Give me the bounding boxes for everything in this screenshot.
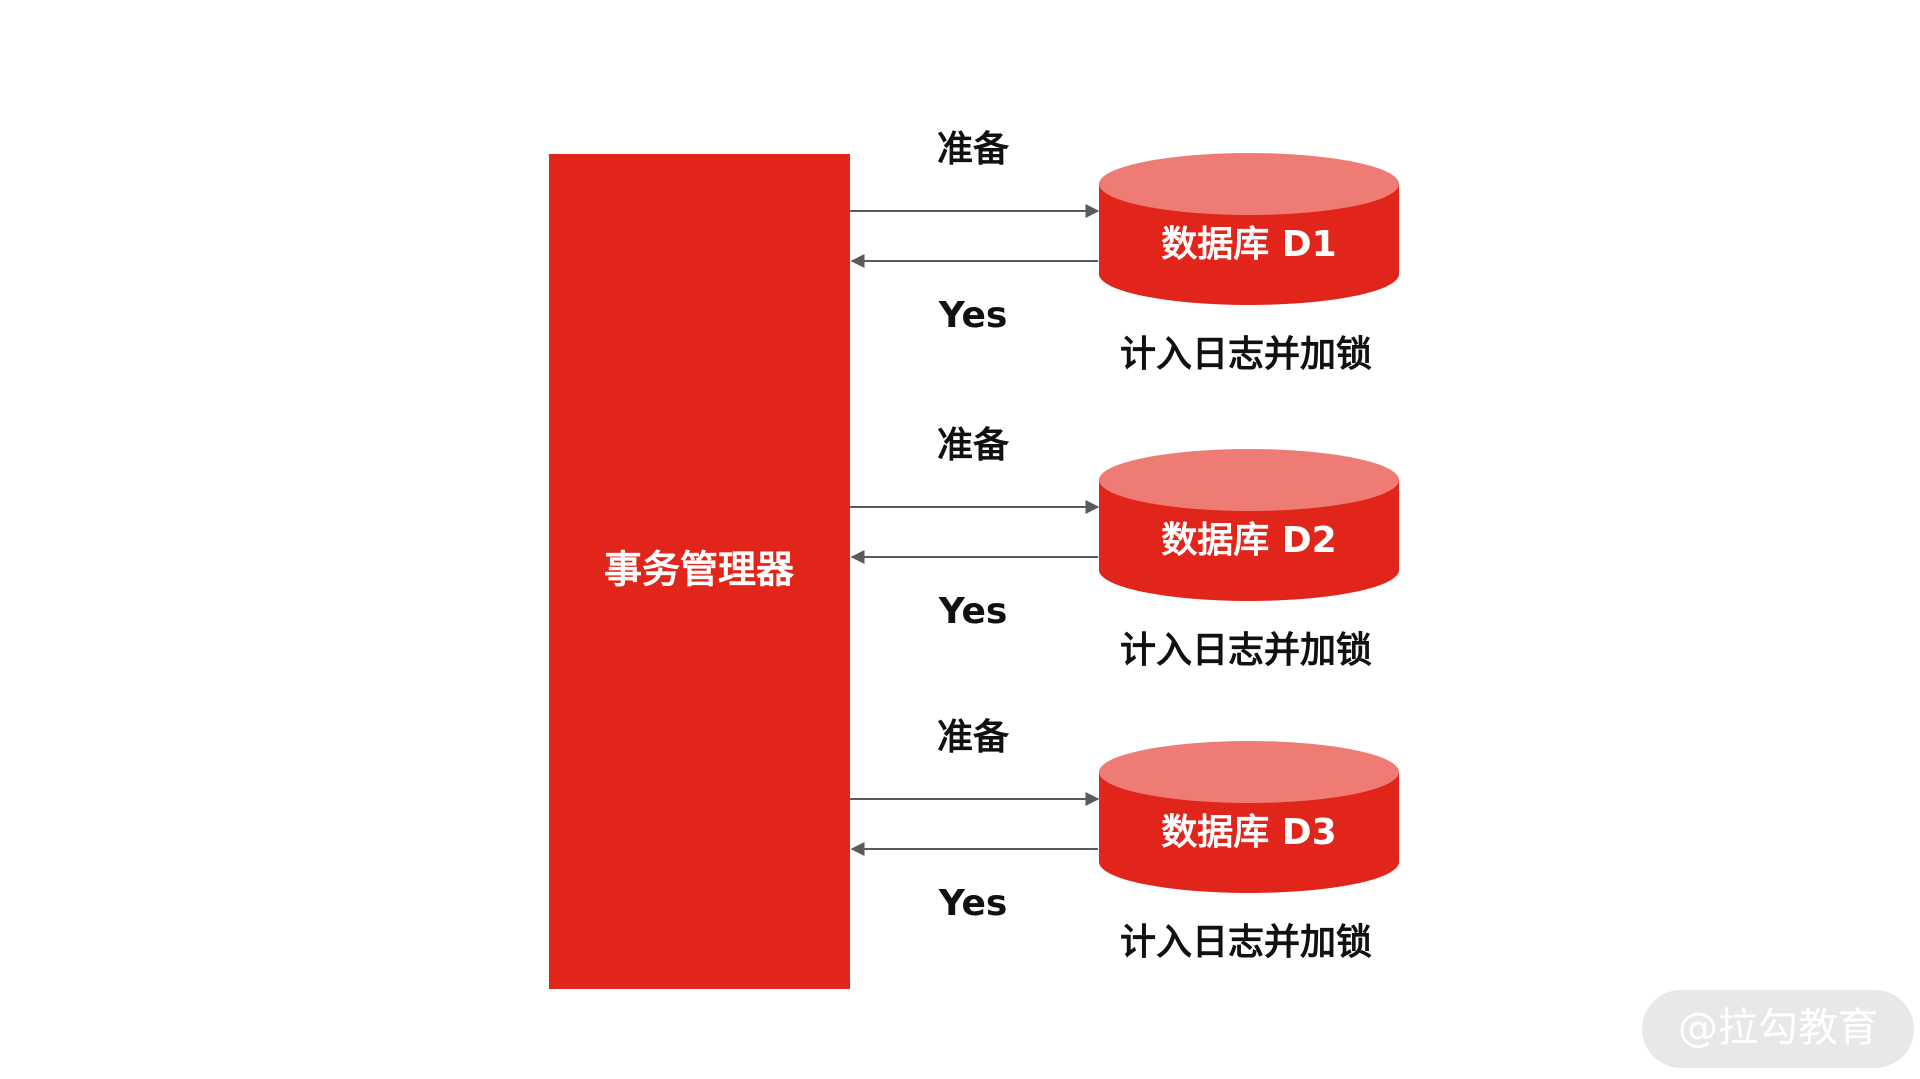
prepare-label: 准备 (937, 425, 1010, 466)
prepare-label: 准备 (937, 129, 1010, 170)
database-label: 数据库 D3 (1161, 812, 1336, 853)
watermark: @拉勾教育 (1642, 990, 1914, 1068)
watermark-text: @拉勾教育 (1678, 1005, 1878, 1051)
watermark-pill (1642, 990, 1914, 1068)
log-and-lock-note: 计入日志并加锁 (1120, 334, 1372, 375)
database-cylinder-top (1099, 449, 1399, 511)
database-cylinder-top (1099, 153, 1399, 215)
database-cylinder-body (1099, 480, 1399, 601)
database-label: 数据库 D2 (1161, 520, 1336, 561)
log-and-lock-note: 计入日志并加锁 (1120, 922, 1372, 963)
log-and-lock-note: 计入日志并加锁 (1120, 630, 1372, 671)
database-label: 数据库 D1 (1161, 224, 1336, 265)
transaction-manager-box (549, 154, 850, 989)
database-cylinder-body (1099, 184, 1399, 305)
database-cylinder-top (1099, 741, 1399, 803)
yes-label: Yes (938, 883, 1008, 924)
yes-label: Yes (938, 591, 1008, 632)
participant-d2: 准备 Yes 数据库 D2 计入日志并加锁 (850, 425, 1399, 671)
database-cylinder-body (1099, 772, 1399, 893)
prepare-label: 准备 (937, 717, 1010, 758)
transaction-manager-label: 事务管理器 (604, 548, 795, 592)
participant-d3: 准备 Yes 数据库 D3 计入日志并加锁 (850, 717, 1399, 963)
yes-label: Yes (938, 295, 1008, 336)
participant-d1: 准备 Yes 数据库 D1 计入日志并加锁 (850, 129, 1399, 375)
